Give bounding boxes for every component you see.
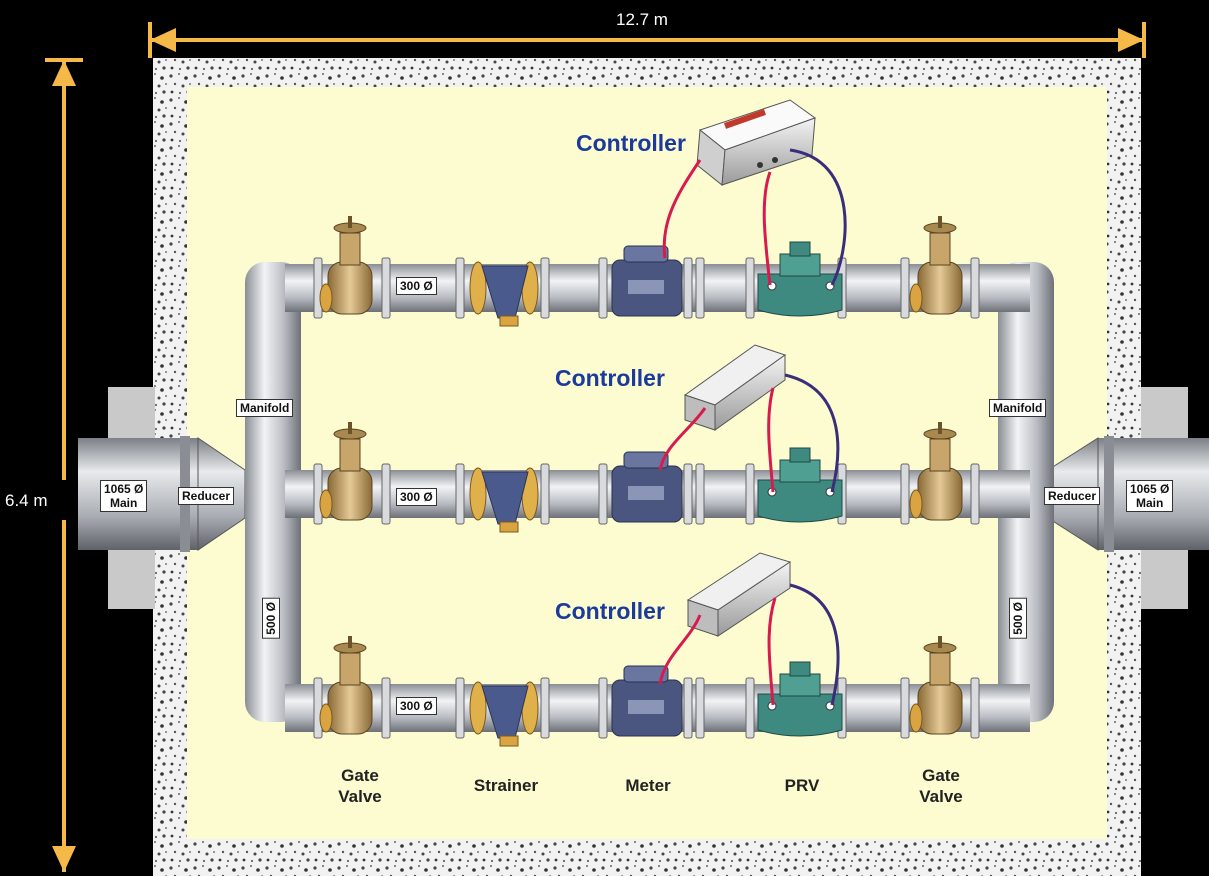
branch-size-bottom: 300 Ø [396,697,437,715]
reducer-label-right: Reducer [1044,487,1101,505]
flange-bottom [381,677,391,739]
caption-strainer: Strainer [473,776,539,795]
flange-bottom [745,677,755,739]
flange-middle [313,463,323,525]
meter-middle [611,451,683,523]
height-dimension-label: 6.4 m [5,491,48,510]
flange-top [381,257,391,319]
height-dimension-arrow [45,58,83,872]
branch-size-middle: 300 Ø [396,488,437,506]
gate-valve-right-middle [909,422,963,521]
flange-middle [598,463,608,525]
caption-gate-valve-left: Gate Valve [315,765,405,807]
strainer-bottom [469,681,539,747]
flange-middle [970,463,980,525]
controller-label-bottom: Controller [555,598,665,624]
flange-middle [455,463,465,525]
caption-meter: Meter [625,776,671,795]
caption-gate-valve-left-line1: Gate [341,766,379,785]
flange-top [970,257,980,319]
flange-bottom [455,677,465,739]
manifold-label-right: Manifold [989,399,1047,417]
caption-prv: PRV [784,776,820,795]
prv-middle [757,447,843,523]
main-text-left: Main [110,496,138,510]
controller-cables [658,148,847,706]
flange-middle [745,463,755,525]
main-label-left: 1065 Ø Main [100,480,148,512]
gate-valve-left-middle [319,422,373,521]
controller-box-bottom [686,552,792,637]
flange-bottom [970,677,980,739]
controller-box-top [696,99,817,186]
prv-top [757,241,843,317]
caption-gate-valve-right-line1: Gate [922,766,960,785]
manifold-size-right: 500 Ø [1009,598,1027,639]
gate-valve-right-top [909,216,963,315]
main-size-right: 1065 Ø [1130,482,1170,496]
flange-top [683,257,693,319]
reducer-label-left: Reducer [178,487,235,505]
caption-gate-valve-left-line2: Valve [338,787,382,806]
main-label-right: 1065 Ø Main [1126,480,1174,512]
main-text-right: Main [1136,496,1164,510]
pipe-flanges [313,257,980,739]
flange-bottom [683,677,693,739]
strainer-middle [469,467,539,533]
flange-bottom [598,677,608,739]
flange-bottom [313,677,323,739]
branch-size-top: 300 Ø [396,277,437,295]
width-dimension-label: 12.7 m [616,10,668,29]
flange-middle [381,463,391,525]
flange-middle [900,463,910,525]
gate-valve-right-bottom [909,636,963,735]
caption-gate-valve-right: Gate Valve [896,765,986,807]
meter-bottom [611,665,683,737]
flange-top [313,257,323,319]
flange-bottom [695,677,705,739]
manifold-label-left: Manifold [236,399,294,417]
flange-bottom [540,677,550,739]
flange-top [745,257,755,319]
flange-middle [540,463,550,525]
caption-gate-valve-right-line2: Valve [919,787,963,806]
flange-top [598,257,608,319]
strainer-top [469,261,539,327]
flange-middle [683,463,693,525]
controller-label-top: Controller [576,130,686,156]
flange-top [540,257,550,319]
branch-equipment [319,216,963,747]
meter-top [611,245,683,317]
flange-middle [695,463,705,525]
main-size-left: 1065 Ø [104,482,144,496]
flange-bottom [900,677,910,739]
gate-valve-left-top [319,216,373,315]
flange-top [695,257,705,319]
flange-top [455,257,465,319]
manifold-left-pipe [245,262,301,722]
prv-bottom [757,661,843,737]
flange-top [900,257,910,319]
gate-valve-left-bottom [319,636,373,735]
width-dimension-arrow [148,22,1146,58]
controller-label-middle: Controller [555,365,665,391]
manifold-size-left: 500 Ø [262,598,280,639]
